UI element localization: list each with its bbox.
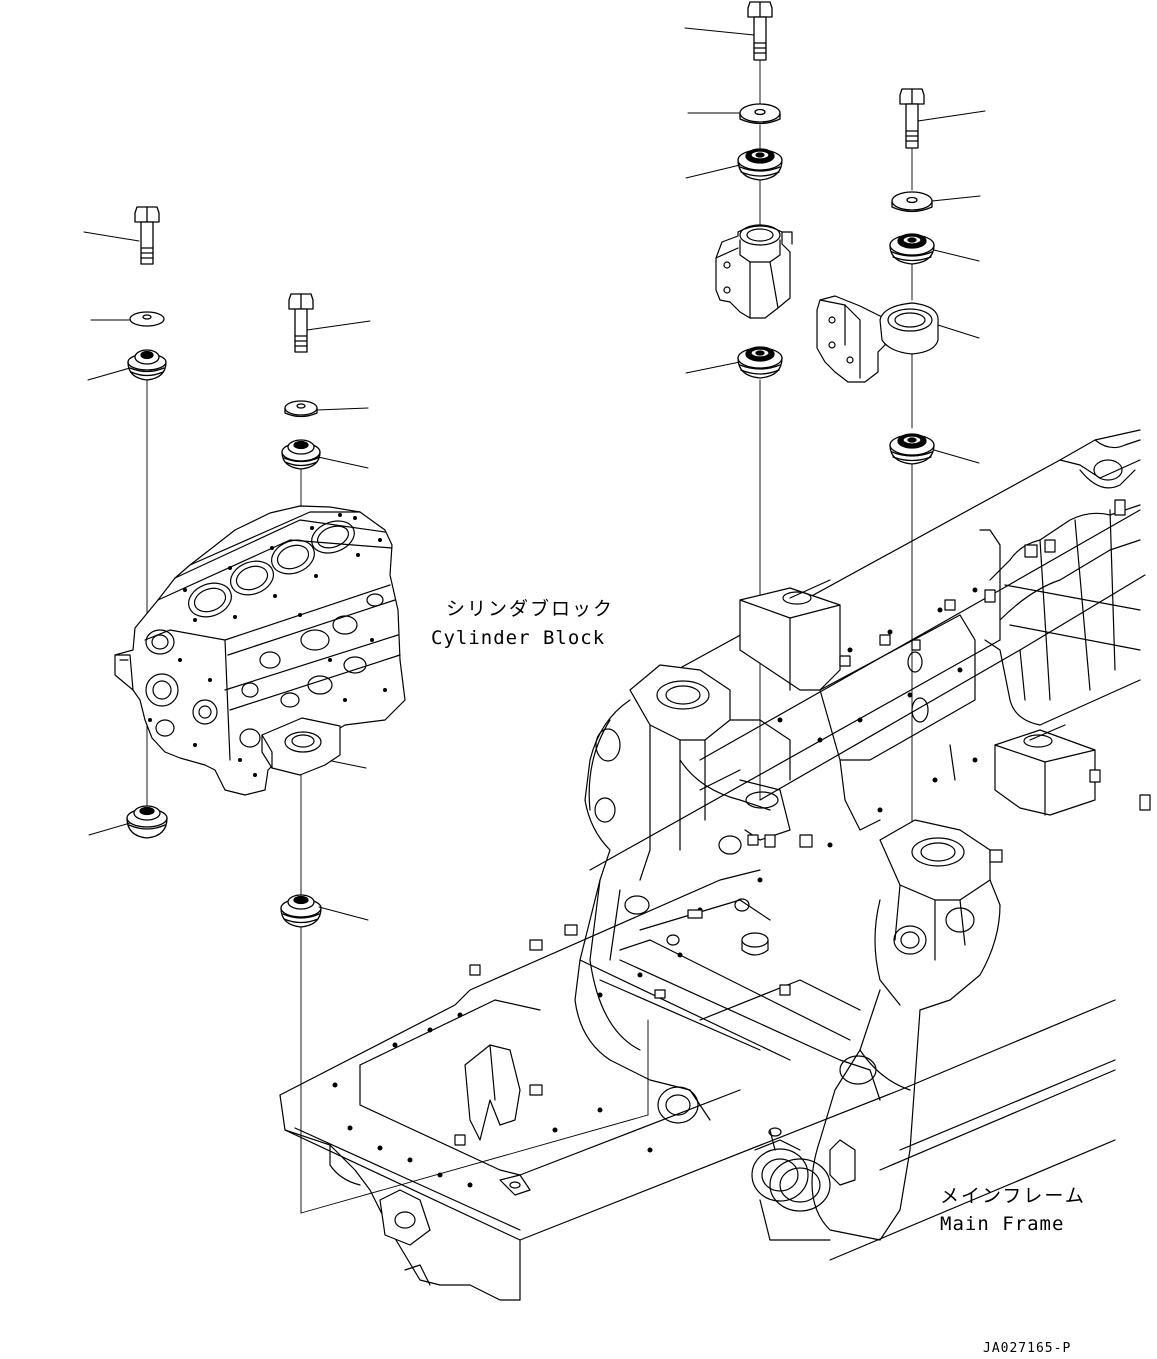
mount-stack-d	[817, 89, 985, 825]
washer-b-icon	[285, 401, 317, 417]
leaders-a	[84, 232, 139, 835]
cushion-d-upper-icon	[890, 234, 934, 264]
bolt-b-icon	[289, 294, 313, 352]
mount-stack-c	[685, 2, 792, 800]
mount-stack-a	[84, 207, 167, 838]
cushion-a-upper-icon	[128, 350, 166, 380]
mount-stack-b	[281, 294, 648, 1213]
main-frame-label-jp: メインフレーム	[940, 1185, 1086, 1207]
main-frame-label-en: Main Frame	[940, 1213, 1065, 1235]
cushion-c-upper-icon	[738, 149, 782, 180]
bolt-c-icon	[748, 2, 772, 60]
washer-a-icon	[130, 312, 164, 326]
cylinder-block-label-jp: シリンダブロック	[446, 598, 615, 620]
bolt-a-icon	[135, 207, 159, 264]
cushion-c-lower-icon	[738, 347, 782, 378]
washer-c-icon	[740, 104, 780, 124]
cushion-d-lower-icon	[890, 434, 934, 464]
cylinder-block-label-en: Cylinder Block	[431, 627, 606, 649]
washer-d-icon	[892, 192, 932, 212]
cushion-a-lower-icon	[127, 806, 167, 838]
drawing-code: JA027165-P	[983, 1341, 1072, 1356]
bracket-c-icon	[716, 225, 792, 318]
leaders-d	[918, 111, 985, 463]
leaders-c	[685, 28, 754, 373]
main-frame-icon	[280, 430, 1150, 1300]
cylinder-block-icon	[115, 506, 405, 795]
bracket-d-icon	[817, 296, 938, 382]
cushion-b-upper-icon	[282, 440, 320, 469]
cushion-b-lower-icon	[281, 895, 321, 927]
bolt-d-icon	[900, 89, 924, 148]
